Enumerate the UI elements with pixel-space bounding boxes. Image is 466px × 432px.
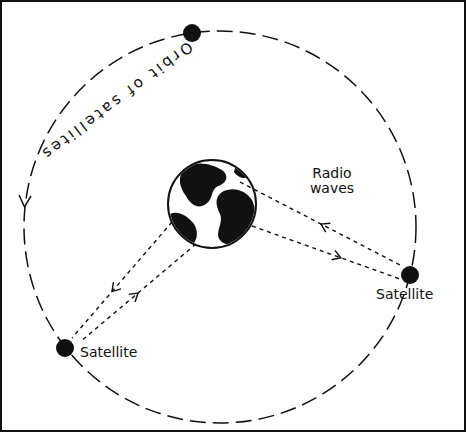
- radio-wave-lines: [72, 182, 402, 342]
- orbit-label: Orbit of satellites: [37, 38, 195, 162]
- arrowhead: [332, 250, 341, 259]
- satellite: Satellite: [80, 344, 142, 362]
- radio-wave-line: [252, 226, 400, 279]
- satellite-label: Satellite: [376, 286, 438, 302]
- orbit-path: [24, 31, 416, 423]
- radio-waves-label: Radio waves: [296, 166, 368, 196]
- satellite-dot: [398, 263, 422, 287]
- earth: [166, 160, 256, 248]
- radio-wave-line: [72, 222, 172, 338]
- satellite-dot: [53, 336, 77, 360]
- arrowhead: [129, 293, 138, 302]
- arrowhead: [321, 223, 330, 232]
- orbit-direction-arrow: [19, 195, 31, 207]
- radio-wave-line: [80, 244, 196, 342]
- satellite-label: Satellite: [80, 344, 142, 360]
- arrowhead: [112, 282, 121, 291]
- satellite: Satellite: [376, 286, 438, 304]
